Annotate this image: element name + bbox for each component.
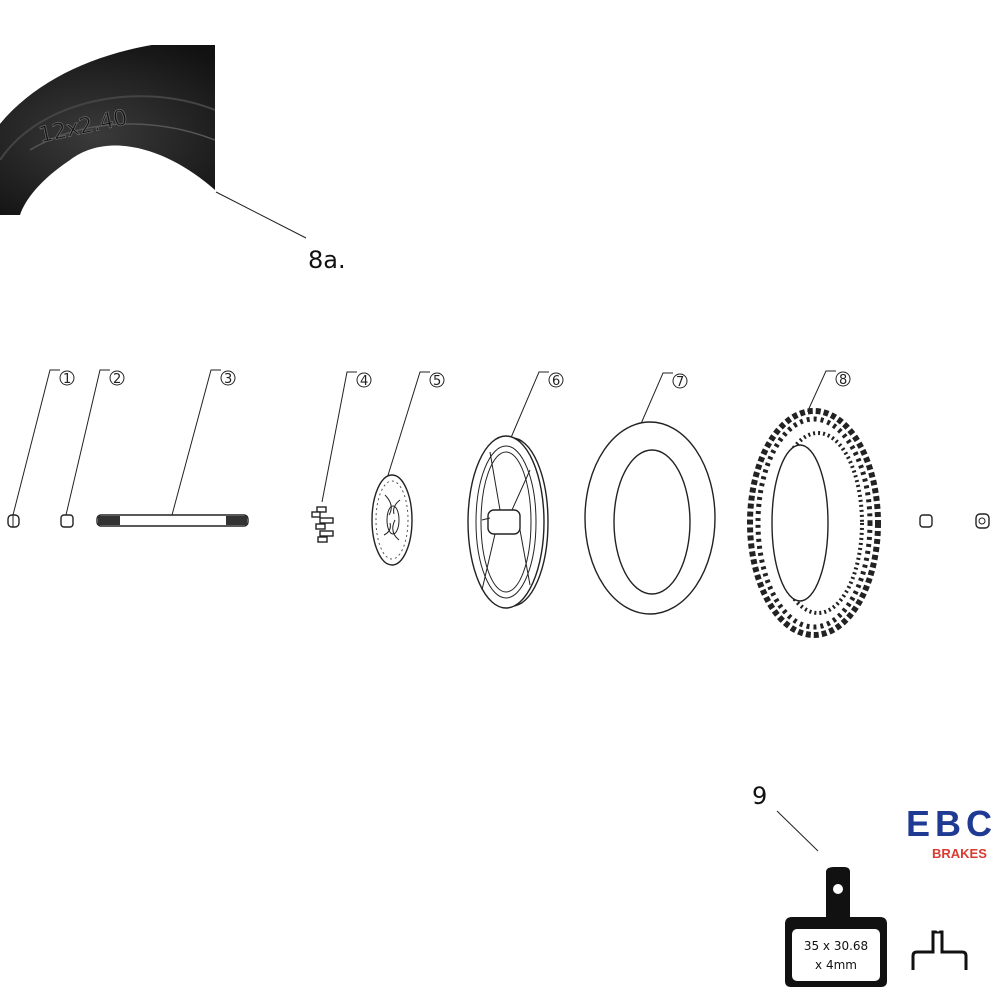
- callout-4: 4: [321, 371, 372, 503]
- pad-dimensions-line2: x 4mm: [815, 958, 857, 972]
- svg-text:3: 3: [224, 372, 232, 387]
- logo-text: EBC: [906, 803, 992, 844]
- part-5-brake-disc: [371, 474, 413, 566]
- svg-text:5: 5: [433, 374, 441, 389]
- svg-text:4: 4: [360, 374, 368, 389]
- callout-8: 8: [805, 370, 851, 416]
- part-7-inner-tube: [584, 421, 716, 615]
- svg-text:8: 8: [839, 373, 847, 388]
- svg-text:2: 2: [113, 372, 121, 387]
- label-9: 9: [752, 782, 767, 810]
- logo-subtext: BRAKES: [932, 846, 987, 861]
- callout-5: 5: [384, 371, 445, 486]
- part-4-bolts: [311, 506, 334, 543]
- svg-text:6: 6: [552, 374, 560, 389]
- callout-2: 2: [65, 369, 125, 516]
- label-8a: 8a.: [308, 246, 346, 274]
- svg-text:1: 1: [63, 372, 71, 387]
- part-nut: [975, 513, 990, 529]
- part-6-wheel-rim: [467, 435, 549, 609]
- part-8-tire: [747, 408, 881, 638]
- part-3-axle: [96, 514, 249, 527]
- callout-1: 1: [12, 369, 75, 516]
- callout-3: 3: [171, 369, 236, 516]
- callout-6: 6: [509, 371, 564, 441]
- ebc-brakes-logo: EBC BRAKES: [906, 803, 992, 861]
- part-1-cap: [7, 514, 20, 528]
- tire-photo-inset: 12x2.40: [0, 45, 215, 215]
- leader-9: [776, 810, 819, 852]
- svg-text:7: 7: [676, 375, 684, 390]
- pad-dimensions-line1: 35 x 30.68: [804, 939, 868, 953]
- brake-pad-side-profile: [911, 928, 968, 970]
- part-2-spacer: [60, 514, 74, 528]
- brake-pad: 35 x 30.68 x 4mm: [785, 867, 887, 987]
- part-spacer-right: [919, 514, 933, 528]
- leader-8a: [215, 191, 307, 239]
- callout-7: 7: [639, 372, 688, 427]
